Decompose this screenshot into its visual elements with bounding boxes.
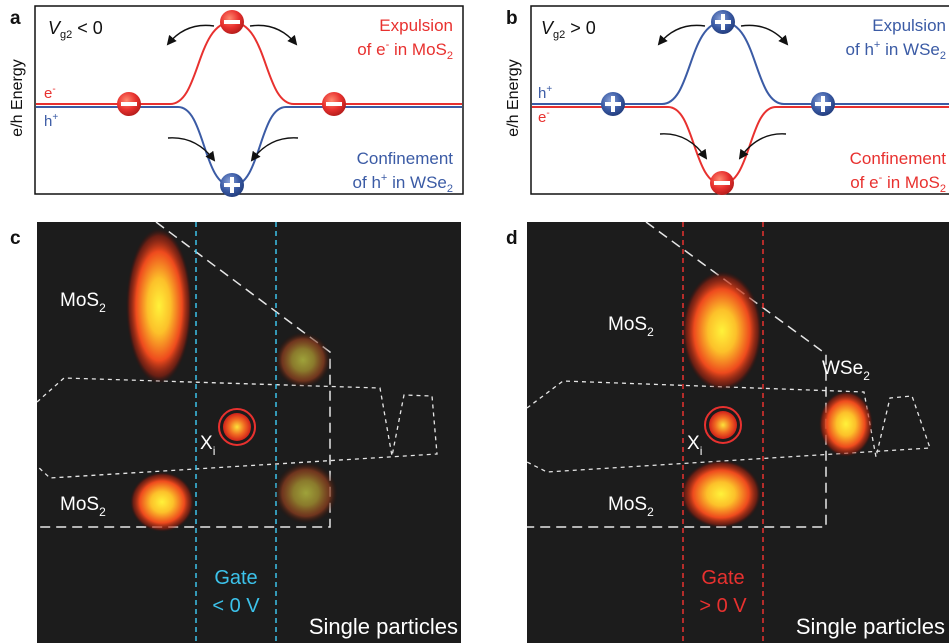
panel-a: a e/h Energy Vg2 < 0 e- h+ Expulsion of … <box>9 5 464 197</box>
label-c-xi: Xi <box>200 433 215 458</box>
emission-spot-d-wse2 <box>819 391 873 457</box>
gate-label-c-1: Gate <box>214 567 257 589</box>
panel-b-ylabel: e/h Energy <box>505 59 522 136</box>
footer-d: Single particles <box>796 614 945 639</box>
flake-outline-c-wse2 <box>36 377 438 479</box>
panel-b-condition: Vg2 > 0 <box>541 18 596 41</box>
emission-spot-c-mos2-bottom <box>130 472 194 532</box>
footer-c: Single particles <box>309 614 458 639</box>
flake-outline-c-top <box>40 221 331 528</box>
panel-b-letter: b <box>506 8 518 29</box>
caption-a-top-1: Expulsion <box>379 16 453 35</box>
label-e-a: e- <box>44 84 56 102</box>
electron-ball-a-right <box>322 92 346 116</box>
caption-a-bottom-2: of h+ in WSe2 <box>353 172 453 195</box>
electron-ball-a-left <box>117 92 141 116</box>
label-c-mos2-bottom: MoS2 <box>60 494 106 519</box>
panel-b-frame <box>530 5 949 195</box>
emission-spot-d-mos2-top <box>682 271 762 391</box>
arrow-b-bottom-left <box>659 133 708 160</box>
label-h-a: h+ <box>44 112 58 130</box>
panel-d: d MoS2 MoS2 WSe2 Xi Gate > 0 V Single pa… <box>506 221 949 643</box>
label-h-b: h+ <box>538 84 552 102</box>
exciton-spot-c <box>218 408 256 446</box>
electron-ball-a-top <box>220 10 244 34</box>
label-e-b: e- <box>538 108 550 126</box>
arrow-a-bottom-left <box>167 137 216 162</box>
hole-ball-b-top <box>711 10 735 34</box>
caption-b-bottom-2: of e- in MoS2 <box>850 172 946 195</box>
label-d-xi: Xi <box>687 433 702 458</box>
panel-c: c MoS2 MoS2 Xi Gate < 0 V Single particl… <box>10 221 461 643</box>
panel-a-ylabel: e/h Energy <box>9 59 26 136</box>
panel-d-letter: d <box>506 228 518 249</box>
gate-label-c-2: < 0 V <box>212 595 260 617</box>
caption-b-top-1: Expulsion <box>872 16 946 35</box>
caption-a-bottom-1: Confinement <box>357 149 454 168</box>
gate-label-d-2: > 0 V <box>699 595 747 617</box>
arrow-b-top-left <box>657 24 706 46</box>
hole-ball-b-left <box>601 92 625 116</box>
caption-b-bottom-1: Confinement <box>850 149 947 168</box>
arrow-b-top-right <box>740 24 789 46</box>
emission-spot-c-mos2-top <box>126 228 192 384</box>
emission-spot-c-dim-top <box>275 332 331 388</box>
electron-ball-b-bottom <box>710 171 734 195</box>
panel-a-letter: a <box>10 8 21 29</box>
hole-ball-a-bottom <box>220 173 244 197</box>
caption-a-top-2: of e- in MoS2 <box>357 39 453 62</box>
emission-spot-c-dim-bottom <box>274 462 338 524</box>
exciton-spot-d <box>704 406 742 444</box>
arrow-a-bottom-right <box>250 137 299 162</box>
arrow-b-bottom-right <box>738 133 787 160</box>
emission-spot-d-mos2-bottom <box>681 460 761 528</box>
flake-outline-d-wse2 <box>526 380 931 473</box>
label-d-wse2: WSe2 <box>822 358 870 383</box>
panel-a-condition: Vg2 < 0 <box>48 18 103 41</box>
label-d-mos2-bottom: MoS2 <box>608 494 654 519</box>
caption-b-top-2: of h+ in WSe2 <box>846 39 946 62</box>
label-c-mos2-top: MoS2 <box>60 290 106 315</box>
label-d-mos2-top: MoS2 <box>608 314 654 339</box>
gate-label-d-1: Gate <box>701 567 744 589</box>
hole-ball-b-right <box>811 92 835 116</box>
panel-c-letter: c <box>10 228 21 249</box>
panel-b: b e/h Energy Vg2 > 0 h+ e- Expulsion of … <box>505 5 949 195</box>
arrow-a-top-right <box>249 24 298 46</box>
arrow-a-top-left <box>166 24 215 46</box>
panel-a-frame <box>34 5 464 195</box>
